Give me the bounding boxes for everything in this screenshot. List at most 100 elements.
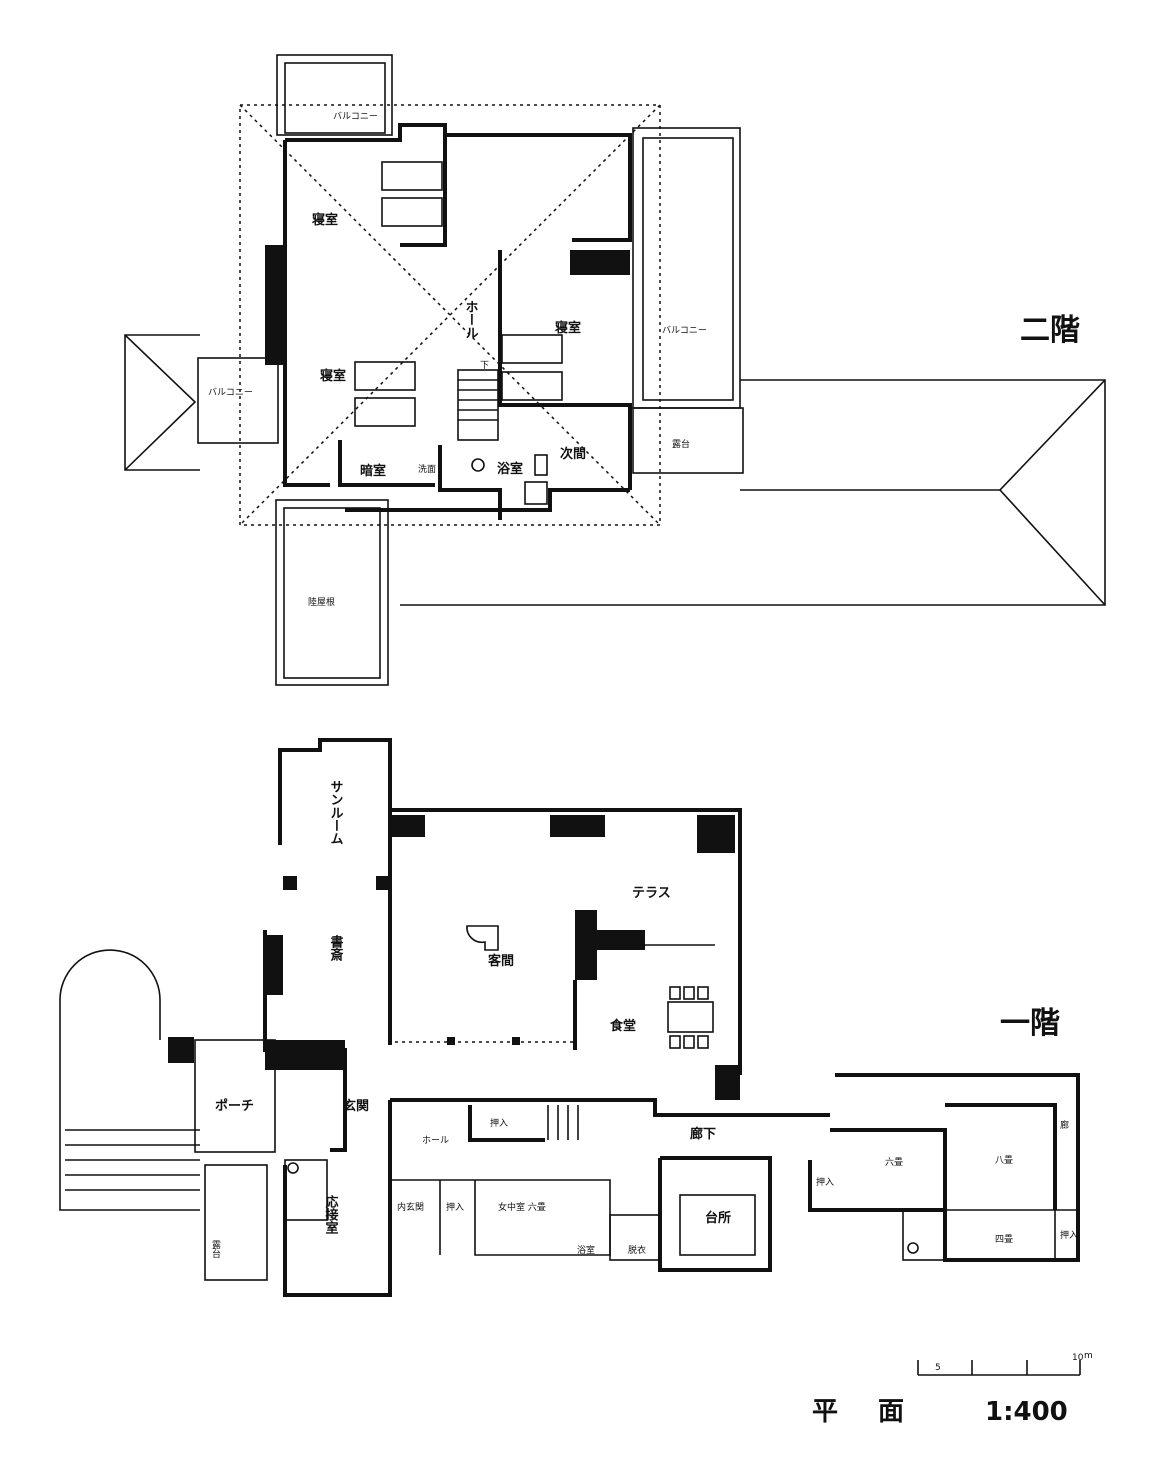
column: [447, 1037, 455, 1045]
roof-east-ridge: [998, 379, 1106, 606]
terrace-1f: [204, 1164, 268, 1281]
wall-closet: [468, 1105, 545, 1142]
label-corridor-east: 廊: [1060, 1119, 1069, 1131]
toilet-icon: [907, 1242, 919, 1254]
label-hall-1f: ホール: [422, 1135, 449, 1146]
bed-icon: [381, 161, 443, 191]
label-darkroom: 暗室: [360, 463, 386, 479]
kitchen-counter: [679, 1194, 756, 1256]
label-inner-entrance: 内玄関: [397, 1201, 424, 1213]
chimney-east: [570, 250, 630, 275]
scale-unit: m: [1084, 1351, 1093, 1361]
label-living: 客間: [488, 953, 514, 969]
flat-roof: [275, 499, 389, 686]
wall: [498, 250, 632, 490]
label-four-mat: 四畳: [995, 1234, 1013, 1245]
first-floor-plan: サンルーム 書斎 客間 テラス 食堂 ポーチ 玄関 ホール 押入 廊下 内玄関 …: [59, 738, 1080, 1297]
wall-six-mat: [808, 1128, 947, 1212]
balcony-right-inner: [642, 137, 734, 401]
wall: [345, 488, 630, 512]
wall-living-south: [390, 1098, 830, 1117]
roof-east-outline: [400, 379, 1106, 606]
wall-service: [390, 1179, 611, 1256]
porch: [194, 1039, 276, 1153]
eaves-outline: [239, 104, 661, 526]
label-balcony-right: バルコニー: [662, 325, 707, 336]
roof-west-outline: [124, 334, 200, 471]
column: [376, 876, 390, 890]
label-flat-roof: 陸屋根: [308, 596, 335, 608]
column: [512, 1037, 520, 1045]
toilet-icon: [471, 458, 485, 472]
wall-kitchen: [658, 1156, 772, 1272]
dining-chairs: [669, 986, 709, 1049]
toilet-icon: [287, 1162, 299, 1174]
roof-west-ridge: [124, 334, 197, 471]
label-bedroom-nw: 寝室: [312, 212, 338, 228]
terrace-2f: [632, 407, 744, 474]
label-kitchen: 台所: [705, 1210, 731, 1226]
wall: [330, 1065, 347, 1152]
pier: [697, 815, 735, 853]
label-terrace-west: 露台: [210, 1240, 221, 1259]
label-terrace-2f: 露台: [672, 438, 690, 450]
balcony-top-inner: [284, 62, 386, 134]
plan-scale: 1:400: [985, 1397, 1068, 1427]
fireplace-block: [265, 1040, 345, 1070]
label-terrace: テラス: [632, 886, 671, 901]
label-bedroom-sw: 寝室: [320, 368, 346, 384]
label-entrance: 玄関: [343, 1098, 369, 1114]
fireplace-living: [575, 910, 597, 980]
label-closet-4: 押入: [1060, 1229, 1078, 1241]
label-closet-3: 押入: [816, 1176, 834, 1188]
floor-title-second: 二階: [1020, 313, 1080, 348]
label-reception: 応接室: [323, 1194, 339, 1235]
label-bedroom-e: 寝室: [555, 320, 581, 336]
hip-line: [239, 104, 661, 526]
garden-wall: [59, 1020, 200, 1211]
label-closet-1: 押入: [490, 1117, 508, 1129]
chimney: [265, 245, 283, 365]
sculpture-icon: [466, 925, 499, 951]
balcony-right: [632, 127, 741, 409]
bathtub-icon: [534, 454, 548, 476]
label-sunroom: サンルーム: [328, 780, 344, 845]
wall: [285, 123, 447, 247]
label-dressing: 脱衣: [628, 1244, 646, 1256]
bathtub-icon: [524, 481, 548, 505]
toilet-area: [284, 1159, 328, 1221]
label-balcony-top: バルコニー: [333, 111, 378, 122]
garden-arch: [59, 949, 161, 1040]
pier: [715, 1065, 740, 1100]
label-study: 書斎: [328, 934, 344, 962]
dining-table: [667, 1001, 714, 1033]
label-maid-room: 女中室 六畳: [498, 1201, 546, 1213]
label-stair-down: 下: [480, 361, 489, 371]
wall: [338, 440, 435, 487]
toilet-area-east: [902, 1209, 946, 1261]
wall: [438, 445, 502, 520]
wall-sunroom: [278, 738, 392, 1045]
label-bathroom-2f: 浴室: [497, 461, 523, 477]
floor-title-first: 一階: [1000, 1006, 1060, 1041]
bed-icon: [354, 361, 416, 391]
scale-tick-5: 5: [935, 1363, 941, 1373]
stair-1f: [547, 1105, 579, 1140]
label-six-mat: 六畳: [885, 1156, 903, 1168]
stair-2f: [457, 369, 499, 441]
pier: [550, 815, 605, 837]
label-dining: 食堂: [610, 1018, 636, 1034]
wall: [445, 133, 632, 242]
label-balcony-left: バルコニー: [208, 387, 253, 398]
label-bath-1f: 浴室: [577, 1244, 595, 1256]
wall-east-wing: [835, 1073, 1080, 1262]
label-washroom: 洗面: [418, 463, 436, 475]
fireplace-flue: [595, 930, 645, 950]
label-eight-mat: 八畳: [995, 1155, 1013, 1166]
scale-tick-10: 10: [1072, 1353, 1084, 1363]
label-hall-2f: ホール: [463, 300, 479, 339]
label-porch: ポーチ: [215, 1098, 254, 1114]
wall: [283, 140, 330, 487]
bed-icon: [354, 397, 416, 427]
